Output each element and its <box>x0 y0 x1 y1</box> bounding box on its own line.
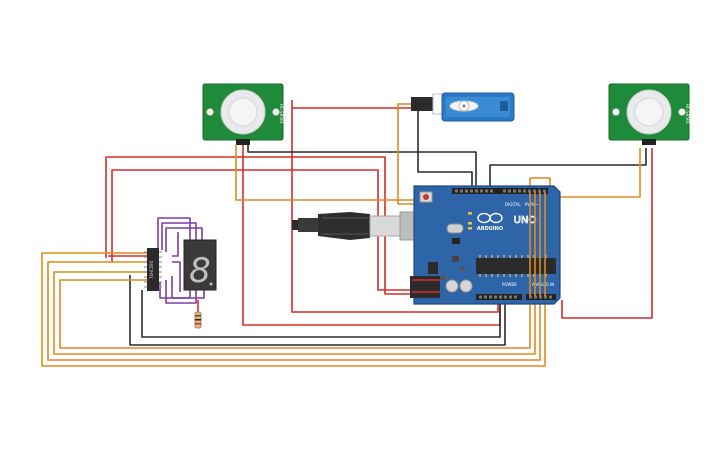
pir-left-label: HC-SR501 <box>279 104 284 125</box>
wire-purple-3[interactable] <box>165 227 203 252</box>
seven-segment-display[interactable]: 8 <box>183 239 217 291</box>
atmega-chip <box>476 258 556 274</box>
pir-sensor-left[interactable]: HC-SR501 <box>202 83 284 145</box>
shift-register-chip[interactable]: 74HC595 <box>144 248 162 291</box>
wire-red-3[interactable] <box>291 100 499 313</box>
servo-motor[interactable] <box>411 92 515 122</box>
wire-purple-8[interactable] <box>172 232 179 257</box>
usb-cable[interactable] <box>292 211 419 241</box>
arduino-digital-label: DIGITAL <box>505 202 521 207</box>
pir-right-label: HC-SR501 <box>685 104 690 125</box>
arduino-brand-label: ARDUINO <box>477 226 503 232</box>
wire-black-2[interactable] <box>489 148 647 190</box>
wire-orange-6[interactable] <box>53 271 536 355</box>
seven-segment-digit: 8 <box>189 251 211 291</box>
wire-purple-1[interactable] <box>157 217 191 250</box>
resistor[interactable] <box>194 311 202 329</box>
arduino-model-label: UNO <box>514 215 537 226</box>
wire-orange-5[interactable] <box>47 261 541 361</box>
chip-label: 74HC595 <box>149 260 154 279</box>
arduino-uno-board[interactable]: DIGITAL PWM~ ARDUINO UNO <box>410 185 561 305</box>
wire-red-5[interactable] <box>561 148 653 319</box>
reset-button[interactable] <box>423 194 429 200</box>
wire-purple-7[interactable] <box>172 261 181 292</box>
wire-red-6[interactable] <box>292 100 413 109</box>
wire-purple-2[interactable] <box>161 222 197 250</box>
wire-black-3[interactable] <box>417 108 473 190</box>
pir-sensor-right[interactable]: HC-SR501 <box>608 83 690 145</box>
wire-red-2[interactable] <box>111 169 440 291</box>
wire-black-1[interactable] <box>247 145 477 190</box>
wire-black-4[interactable] <box>129 275 506 346</box>
wire-purple-6[interactable] <box>171 276 205 299</box>
arduino-power-label: POWER <box>502 282 517 287</box>
wire-purple-5[interactable] <box>165 280 197 304</box>
wire-red-1[interactable] <box>105 156 440 295</box>
wire-orange-7[interactable] <box>59 279 531 349</box>
wire-orange-8[interactable] <box>529 177 551 190</box>
arduino-pwm-label: PWM~ <box>525 202 538 207</box>
wire-orange-4[interactable] <box>41 252 546 367</box>
wire-black-5[interactable] <box>141 290 501 338</box>
arduino-logo-icon <box>477 212 503 224</box>
arduino-analog-label: ANALOG IN <box>532 282 554 287</box>
